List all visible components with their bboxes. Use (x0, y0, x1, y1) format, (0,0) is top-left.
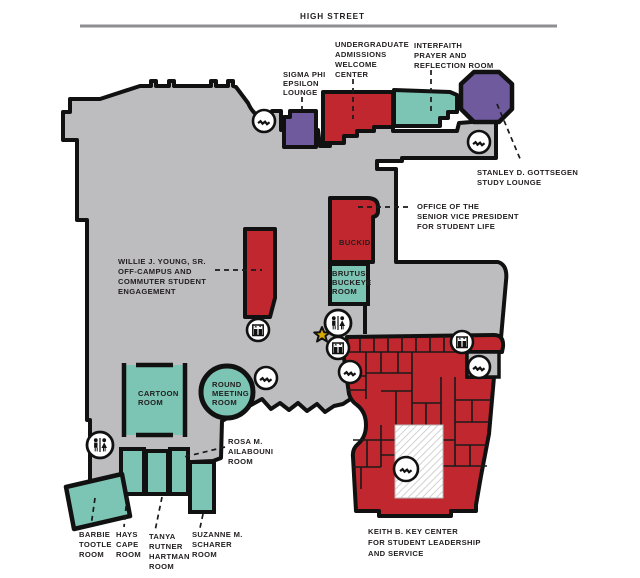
room-tanya-rutner-hartman (144, 449, 170, 496)
svg-text:SENIOR VICE PRESIDENT: SENIOR VICE PRESIDENT (417, 212, 519, 221)
svg-text:ROOM: ROOM (149, 562, 174, 571)
room-rosa-ailabouni (168, 447, 190, 496)
label-svp-office: OFFICE OF THE (417, 202, 479, 211)
svg-text:ADMISSIONS: ADMISSIONS (335, 50, 387, 59)
svg-text:ENGAGEMENT: ENGAGEMENT (118, 287, 176, 296)
svg-text:HARTMAN: HARTMAN (149, 552, 190, 561)
label-barbie: BARBIE (79, 530, 110, 539)
elevator-icon (449, 329, 475, 355)
svg-text:COMMUTER STUDENT: COMMUTER STUDENT (118, 277, 206, 286)
svg-text:AILABOUNI: AILABOUNI (228, 447, 273, 456)
room-buckid-office (328, 196, 380, 264)
svg-text:FOR STUDENT LEADERSHIP: FOR STUDENT LEADERSHIP (368, 538, 481, 547)
svg-text:ROOM: ROOM (228, 457, 253, 466)
room-round-meeting (198, 363, 256, 421)
room-sigma-phi-epsilon-lounge (282, 109, 318, 149)
label-hays: HAYS (116, 530, 138, 539)
svg-text:OFF-CAMPUS AND: OFF-CAMPUS AND (118, 267, 192, 276)
room-suzanne-scharer (188, 460, 216, 514)
label-rosa: ROSA M. (228, 437, 263, 446)
elevator-icon (245, 317, 271, 343)
svg-text:TOOTLE: TOOTLE (79, 540, 112, 549)
svg-text:FOR STUDENT LIFE: FOR STUDENT LIFE (417, 222, 495, 231)
map-labels: SIGMA PHI EPSILON LOUNGE UNDERGRADUATE A… (79, 40, 578, 571)
label-interfaith: INTERFAITH (414, 41, 462, 50)
stairs-icon (337, 359, 363, 385)
svg-text:ROOM: ROOM (332, 287, 357, 296)
label-suzanne: SUZANNE M. (192, 530, 243, 539)
label-willie-young: WILLIE J. YOUNG, SR. (118, 257, 206, 266)
svg-text:ROOM: ROOM (79, 550, 104, 559)
svg-text:STUDY LOUNGE: STUDY LOUNGE (477, 178, 541, 187)
svg-text:SCHARER: SCHARER (192, 540, 232, 549)
restroom-icon (85, 430, 115, 460)
label-gottsegen: STANLEY D. GOTTSEGEN (477, 168, 578, 177)
leader-lines (90, 70, 522, 532)
svg-text:ROOM: ROOM (116, 550, 141, 559)
room-gottsegen-study-lounge (458, 69, 515, 125)
room-interfaith-prayer (392, 88, 459, 128)
stairs-icon (392, 455, 420, 483)
restroom-icon (323, 308, 353, 338)
svg-text:ROOM: ROOM (192, 550, 217, 559)
elevator-icon (325, 335, 351, 361)
svg-text:RUTNER: RUTNER (149, 542, 183, 551)
label-cartoon: CARTOON (138, 389, 179, 398)
stairs-icon (466, 354, 492, 380)
stairs-icon (466, 129, 492, 155)
svg-text:EPSILON: EPSILON (283, 79, 319, 88)
label-sigma-phi: SIGMA PHI (283, 70, 326, 79)
label-undergrad-admissions: UNDERGRADUATE (335, 40, 409, 49)
svg-text:WELCOME: WELCOME (335, 60, 377, 69)
svg-text:LOUNGE: LOUNGE (283, 88, 318, 97)
svg-text:MEETING: MEETING (212, 389, 249, 398)
stairs-icon (253, 365, 279, 391)
label-buckid: BUCKID (339, 238, 371, 247)
svg-text:REFLECTION ROOM: REFLECTION ROOM (414, 61, 494, 70)
stairs-icon (251, 108, 277, 134)
svg-text:BUCKEYE: BUCKEYE (332, 278, 372, 287)
svg-text:CAPE: CAPE (116, 540, 139, 549)
svg-text:PRAYER AND: PRAYER AND (414, 51, 467, 60)
room-cartoon (121, 362, 188, 438)
star-marker (313, 326, 331, 343)
room-barbie-tootle (63, 471, 133, 532)
svg-text:ROOM: ROOM (212, 398, 237, 407)
svg-text:CENTER: CENTER (335, 70, 368, 79)
label-tanya: TANYA (149, 532, 176, 541)
label-keith-key-center: KEITH B. KEY CENTER (368, 527, 458, 536)
room-willie-young-engagement (243, 227, 277, 319)
svg-text:AND SERVICE: AND SERVICE (368, 549, 424, 558)
svg-text:ROOM: ROOM (138, 398, 163, 407)
label-brutus: BRUTUS (332, 269, 366, 278)
room-brutus-buckeye (328, 262, 370, 306)
label-round-meeting: ROUND (212, 380, 242, 389)
high-street-label: HIGH STREET (300, 12, 365, 21)
